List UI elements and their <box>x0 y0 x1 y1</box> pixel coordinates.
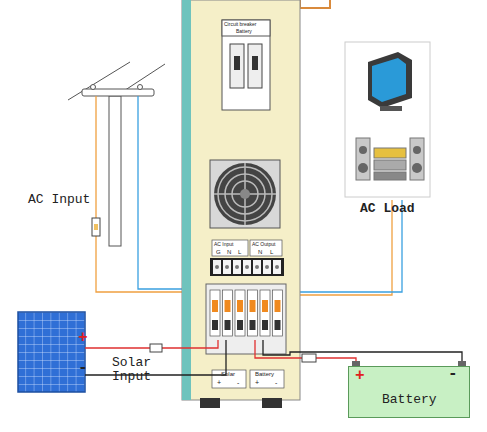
terminal <box>233 260 241 274</box>
wire-label: AC Input <box>28 193 90 207</box>
terminal-screw <box>265 265 269 269</box>
terminal-screw <box>255 265 259 269</box>
panel-label: Battery <box>255 371 274 377</box>
wire-label: - <box>448 366 458 383</box>
dc-breaker <box>223 290 233 336</box>
breaker-terminal <box>225 320 231 330</box>
panel-label: L <box>238 249 241 255</box>
panel-label: - <box>237 379 239 386</box>
terminal-screw <box>225 265 229 269</box>
panel-label: + <box>255 379 259 386</box>
terminal-screw <box>215 265 219 269</box>
wire-label: Solar Input <box>112 356 160 383</box>
dc-breaker <box>248 290 258 336</box>
panel-label: N <box>258 249 262 255</box>
terminal <box>253 260 261 274</box>
dc-breaker <box>260 290 270 336</box>
panel-label: G <box>216 249 221 255</box>
breaker-terminal <box>237 320 243 330</box>
breaker-toggle <box>225 300 231 312</box>
node-label: AC Load <box>360 201 415 216</box>
terminal <box>243 260 251 274</box>
wire-label: + <box>78 330 88 347</box>
wire-label: + <box>355 368 365 385</box>
terminal <box>223 260 231 274</box>
dc-breaker <box>235 290 245 336</box>
breaker-terminal <box>275 320 281 330</box>
panel-label: Battery <box>236 29 252 34</box>
wire-label: - <box>78 360 88 377</box>
terminal <box>273 260 281 274</box>
node-label: Battery <box>382 392 437 407</box>
terminal-screw <box>245 265 249 269</box>
panel-label: L <box>270 249 273 255</box>
panel-label: AC Input <box>214 242 233 247</box>
panel-label: Solar <box>221 371 235 377</box>
breaker-toggle <box>250 300 256 312</box>
terminal <box>213 260 221 274</box>
terminal <box>263 260 271 274</box>
panel-label: N <box>227 249 231 255</box>
breaker-terminal <box>262 320 268 330</box>
panel-label: Circuit breaker <box>224 22 257 27</box>
panel-label: + <box>217 379 221 386</box>
breaker-toggle <box>262 300 268 312</box>
panel-label: AC Output <box>252 242 275 247</box>
breaker-terminal <box>212 320 218 330</box>
breaker-toggle <box>212 300 218 312</box>
dc-breaker <box>210 290 220 336</box>
panel-label: - <box>275 379 277 386</box>
breaker-toggle <box>275 300 281 312</box>
terminal-screw <box>235 265 239 269</box>
terminal-screw <box>275 265 279 269</box>
dc-breaker <box>273 290 283 336</box>
breaker-terminal <box>250 320 256 330</box>
breaker-toggle <box>237 300 243 312</box>
load-box: AC Load <box>345 42 430 197</box>
